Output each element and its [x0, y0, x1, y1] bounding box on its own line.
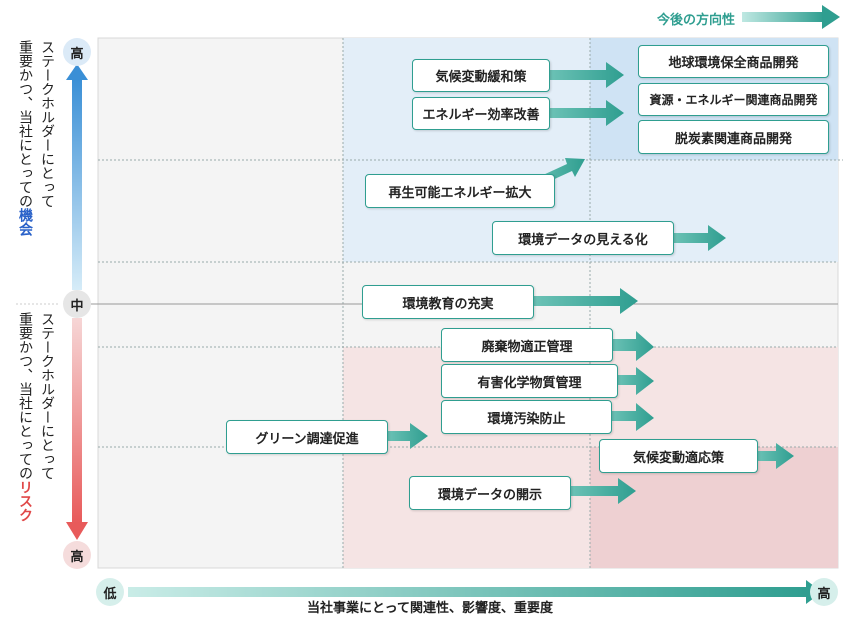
item-kiko-tekio: 気候変動適応策	[599, 439, 758, 473]
target-datsutanso: 脱炭素関連商品開発	[638, 120, 829, 154]
x-axis-low-marker: 低	[96, 578, 124, 606]
arrow-env-data-kaiji	[570, 478, 636, 504]
item-green: グリーン調達促進	[226, 420, 388, 454]
y-axis-middle-marker: 中	[63, 290, 91, 318]
arrow-energy-kouritsu	[549, 100, 624, 126]
opportunity-word: 機会	[17, 208, 33, 236]
y-axis-up-bar	[72, 78, 82, 290]
risk-axis-label: ステークホルダーにとって 重要かつ、当社にとってのリスク	[14, 312, 58, 562]
item-kiko-kanwa: 気候変動緩和策	[412, 59, 550, 92]
opportunity-label-line-1: ステークホルダーにとって	[39, 40, 55, 208]
future-direction-label: 今後の方向性	[656, 13, 735, 28]
y-axis-down-bar	[72, 318, 82, 524]
y-axis-top-marker: 高	[63, 38, 91, 66]
top-direction-arrowhead	[822, 5, 840, 29]
arrow-haiki	[612, 331, 654, 361]
arrow-kiko-tekio	[757, 443, 794, 469]
risk-word: リスク	[17, 480, 33, 522]
item-energy-kouritsu: エネルギー効率改善	[412, 97, 550, 130]
item-haiki: 廃棄物適正管理	[441, 328, 613, 362]
arrow-green	[387, 423, 428, 449]
target-chikyu: 地球環境保全商品開発	[638, 45, 829, 78]
risk-label-line-2: 重要かつ、当社にとっての	[17, 312, 33, 480]
y-axis-up-arrowhead	[66, 64, 88, 80]
arrow-env-kyoiku	[533, 288, 638, 314]
arrow-env-data-mieru	[673, 225, 726, 251]
item-env-data-mieru: 環境データの見える化	[492, 221, 674, 255]
y-axis-bottom-marker: 高	[63, 541, 91, 569]
y-axis-down-arrowhead	[66, 522, 88, 540]
item-arrows	[387, 62, 794, 504]
top-direction-bar	[742, 12, 824, 22]
x-axis-bar	[128, 587, 808, 597]
risk-label-line-1: ステークホルダーにとって	[39, 312, 55, 480]
item-yugai: 有害化学物質管理	[441, 364, 618, 398]
x-axis-label: 当社事業にとって関連性、影響度、重要度	[307, 601, 553, 616]
opportunity-label-line-2: 重要かつ、当社にとっての	[17, 40, 33, 208]
item-osen: 環境汚染防止	[441, 400, 612, 434]
target-shigen: 資源・エネルギー関連商品開発	[638, 83, 829, 116]
item-env-data-kaiji: 環境データの開示	[409, 476, 571, 510]
arrow-kiko-kanwa	[549, 62, 624, 88]
x-axis-high-marker: 高	[810, 578, 838, 606]
opportunity-axis-label: ステークホルダーにとって 重要かつ、当社にとっての機会	[14, 40, 58, 290]
arrow-yugai	[617, 367, 654, 395]
item-env-kyoiku: 環境教育の充実	[362, 285, 534, 319]
item-saisei: 再生可能エネルギー拡大	[365, 174, 555, 208]
arrow-osen	[611, 403, 654, 431]
